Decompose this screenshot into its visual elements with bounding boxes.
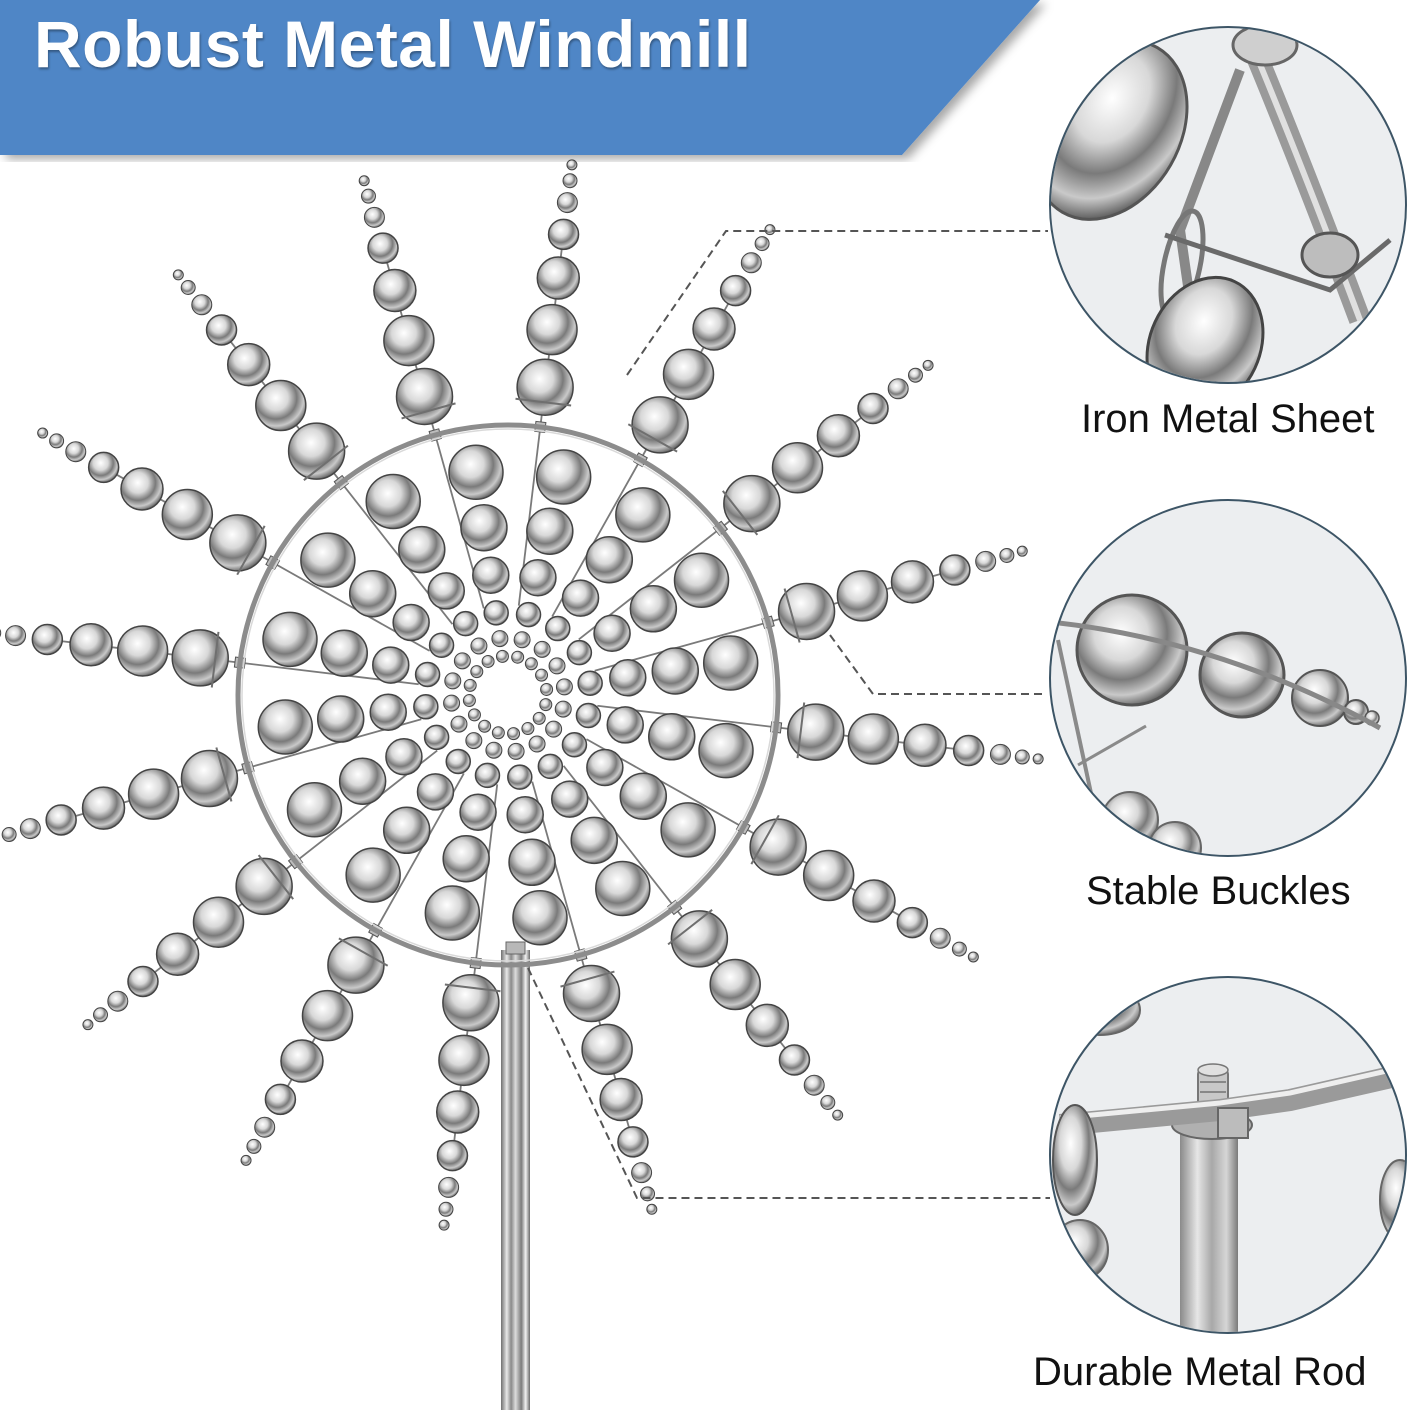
title-banner: Robust Metal Windmill: [0, 0, 1060, 162]
callout-durable-metal-rod: [1049, 976, 1407, 1334]
callout-label-iron-metal-sheet: Iron Metal Sheet: [1081, 397, 1375, 441]
banner-shape: [0, 0, 1040, 155]
windmill-blades: [0, 159, 1044, 1231]
leader-line-durable-metal-rod: [527, 967, 1050, 1199]
callout-iron-metal-sheet: [1049, 26, 1407, 384]
callout-label-durable-metal-rod: Durable Metal Rod: [1033, 1350, 1367, 1394]
windmill-ring: [235, 422, 781, 968]
leader-line-iron-metal-sheet: [626, 230, 1048, 376]
banner-title: Robust Metal Windmill: [34, 7, 752, 81]
leader-line-stable-buckles: [829, 634, 1046, 695]
windmill-pole: [501, 950, 530, 1410]
callout-label-stable-buckles: Stable Buckles: [1086, 869, 1351, 913]
callout-stable-buckles: [1049, 499, 1407, 857]
